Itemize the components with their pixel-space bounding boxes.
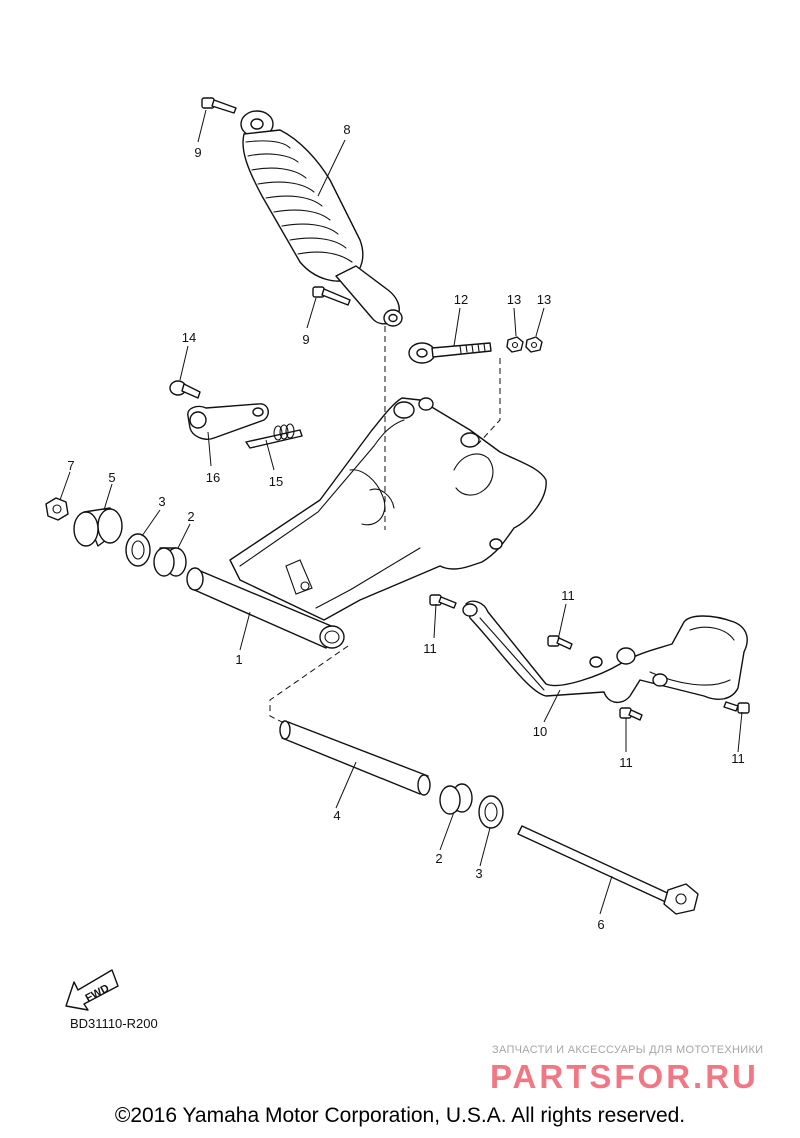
- callout-16: 16: [206, 470, 220, 485]
- callout-13-b: 13: [537, 292, 551, 307]
- collar-5: [73, 507, 123, 547]
- nut-7: [45, 497, 69, 521]
- callout-11-b: 11: [561, 588, 575, 603]
- callout-3-right: 3: [475, 866, 482, 881]
- watermark-logo: PARTSFOR.RU: [490, 1058, 759, 1095]
- assembly-lines: [269, 326, 501, 725]
- callout-11-a: 11: [423, 641, 437, 656]
- copyright-notice: ©2016 Yamaha Motor Corporation, U.S.A. A…: [114, 1104, 686, 1127]
- rear-shock-absorber: [240, 110, 403, 327]
- forward-arrow-icon: FWD: [65, 969, 119, 1011]
- diagram-code: BD31110-R200: [70, 1016, 158, 1031]
- callout-9-lower: 9: [302, 332, 309, 347]
- callout-12: 12: [454, 292, 468, 307]
- callout-labels: 9 8 9 12 13 13 14 16 15 7 5 3 2 1 4 2 3 …: [67, 122, 744, 932]
- nut-b: [525, 336, 543, 353]
- bracket-plate: [187, 403, 269, 440]
- guard-bar: [462, 600, 748, 703]
- guard-bolt-d: [723, 701, 750, 714]
- callout-15: 15: [269, 474, 283, 489]
- pivot-tube: [279, 720, 431, 796]
- bracket-bolt: [169, 380, 201, 399]
- bushing-2-left: [153, 547, 187, 577]
- nut-a: [506, 336, 524, 353]
- torsion-spring: [245, 423, 303, 449]
- guard-bolt-a: [429, 594, 457, 609]
- callout-4: 4: [333, 808, 340, 823]
- watermark-tagline: ЗАПЧАСТИ И АКСЕССУАРЫ ДЛЯ МОТОТЕХНИКИ: [492, 1044, 764, 1056]
- guard-bolt-c: [619, 707, 643, 721]
- seal-3-right: [478, 795, 504, 829]
- callout-7: 7: [67, 458, 74, 473]
- callout-8: 8: [343, 122, 350, 137]
- callout-11-d: 11: [731, 751, 745, 766]
- swingarm: [186, 397, 547, 649]
- callout-6: 6: [597, 917, 604, 932]
- connecting-rod: [408, 342, 492, 364]
- callout-3-left: 3: [158, 494, 165, 509]
- callout-11-c: 11: [619, 755, 633, 770]
- leader-lines: [59, 109, 743, 915]
- pivot-shaft: [517, 825, 699, 915]
- callout-2-left: 2: [187, 509, 194, 524]
- guard-bolt-b: [547, 635, 573, 650]
- seal-3-left: [125, 533, 151, 567]
- callout-10: 10: [533, 724, 547, 739]
- callout-5: 5: [108, 470, 115, 485]
- callout-2-right: 2: [435, 851, 442, 866]
- callout-1: 1: [235, 652, 242, 667]
- callout-9-upper: 9: [194, 145, 201, 160]
- bushing-2-right: [439, 783, 473, 815]
- callout-13-a: 13: [507, 292, 521, 307]
- shock-lower-bolt: [312, 286, 351, 306]
- callout-14: 14: [182, 330, 196, 345]
- shock-upper-bolt: [201, 97, 237, 114]
